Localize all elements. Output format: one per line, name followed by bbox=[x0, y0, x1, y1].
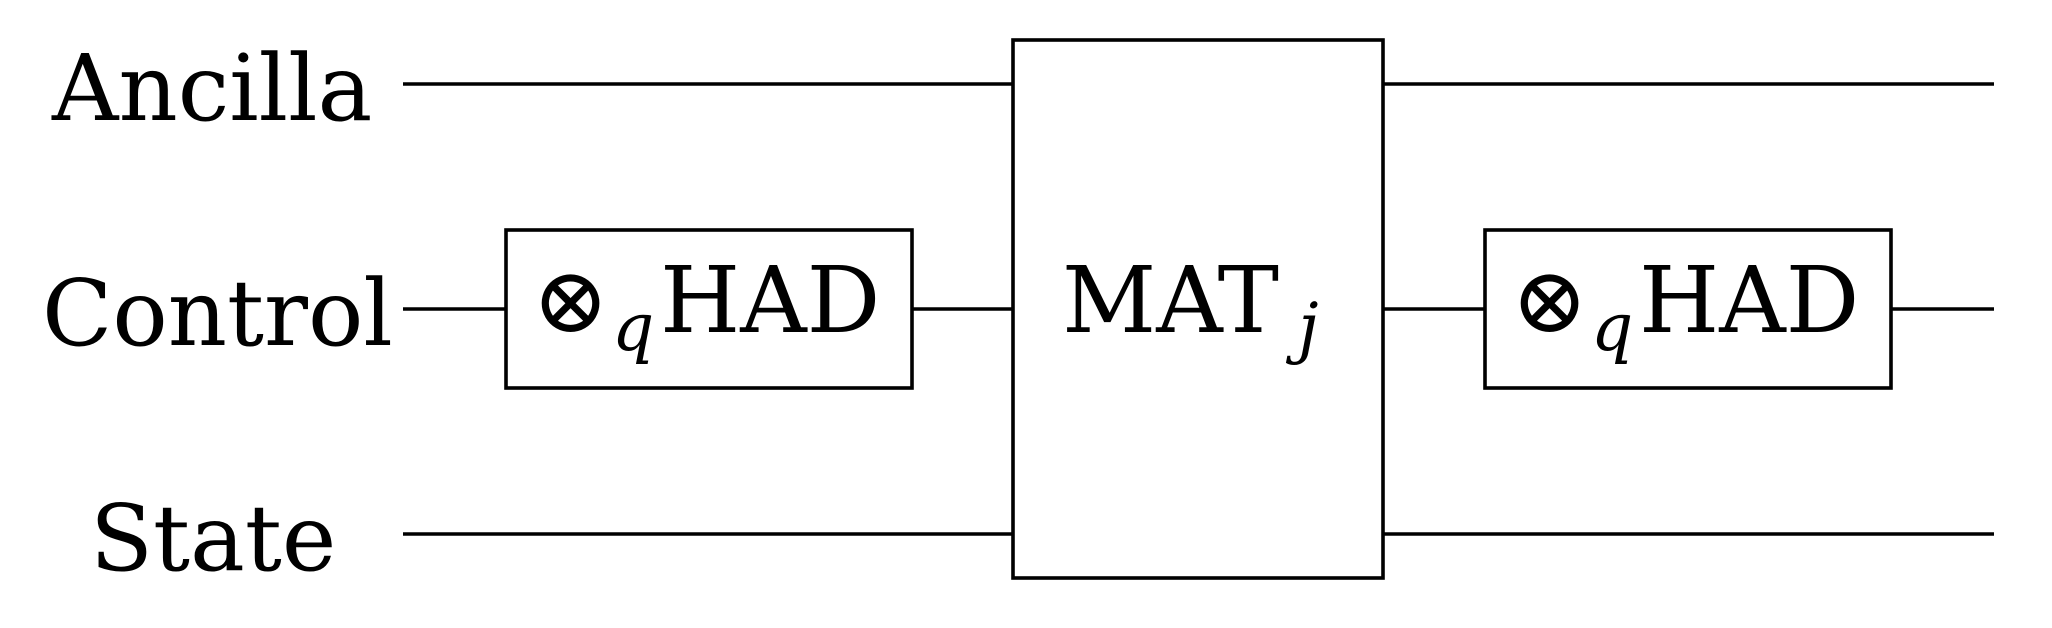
gate-had-right-box bbox=[1483, 228, 1893, 390]
gate-had-left: ⊗ q HAD bbox=[504, 228, 914, 390]
gate-had-right: ⊗ q HAD bbox=[1483, 228, 1893, 390]
wire-label-control: Control bbox=[42, 260, 393, 367]
wire-label-ancilla: Ancilla bbox=[51, 35, 372, 142]
gate-had-right-name: HAD bbox=[1639, 247, 1859, 354]
gate-had-left-name: HAD bbox=[660, 247, 880, 354]
gate-had-left-subscript: q bbox=[612, 289, 654, 366]
gate-mat-box bbox=[1011, 38, 1385, 580]
gate-had-right-symbol: ⊗ bbox=[1511, 247, 1588, 354]
gate-mat: MAT j bbox=[1011, 38, 1385, 580]
gate-had-left-box bbox=[504, 228, 914, 390]
wire-label-state: State bbox=[90, 485, 336, 592]
gate-mat-name: MAT bbox=[1062, 247, 1279, 354]
gate-had-left-symbol: ⊗ bbox=[532, 247, 609, 354]
gate-had-right-subscript: q bbox=[1591, 289, 1633, 366]
